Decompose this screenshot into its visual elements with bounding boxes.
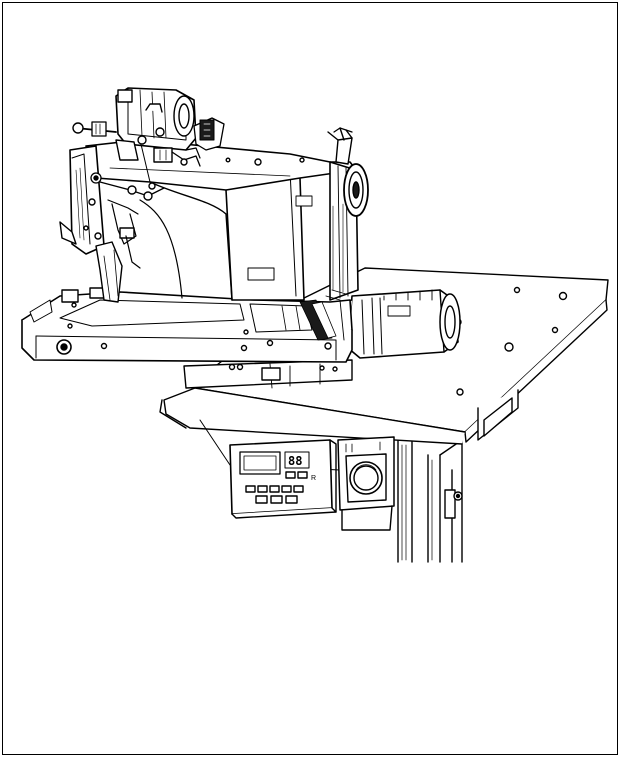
top-lever xyxy=(327,127,353,165)
handwheel-column xyxy=(325,161,369,341)
tension-assembly xyxy=(72,87,225,167)
power-switch-box xyxy=(337,436,395,531)
machine-mount xyxy=(183,359,353,389)
keypad-buttons xyxy=(245,485,304,504)
table-stand xyxy=(397,439,463,563)
digit-display-value: 88 xyxy=(288,454,302,468)
digit-display: 88 xyxy=(284,451,310,469)
machine-head xyxy=(59,145,165,303)
side-mark: R xyxy=(311,475,316,482)
servo-motor xyxy=(339,289,461,359)
control-panel: 88 R xyxy=(229,439,337,519)
machine-bed xyxy=(21,287,353,363)
